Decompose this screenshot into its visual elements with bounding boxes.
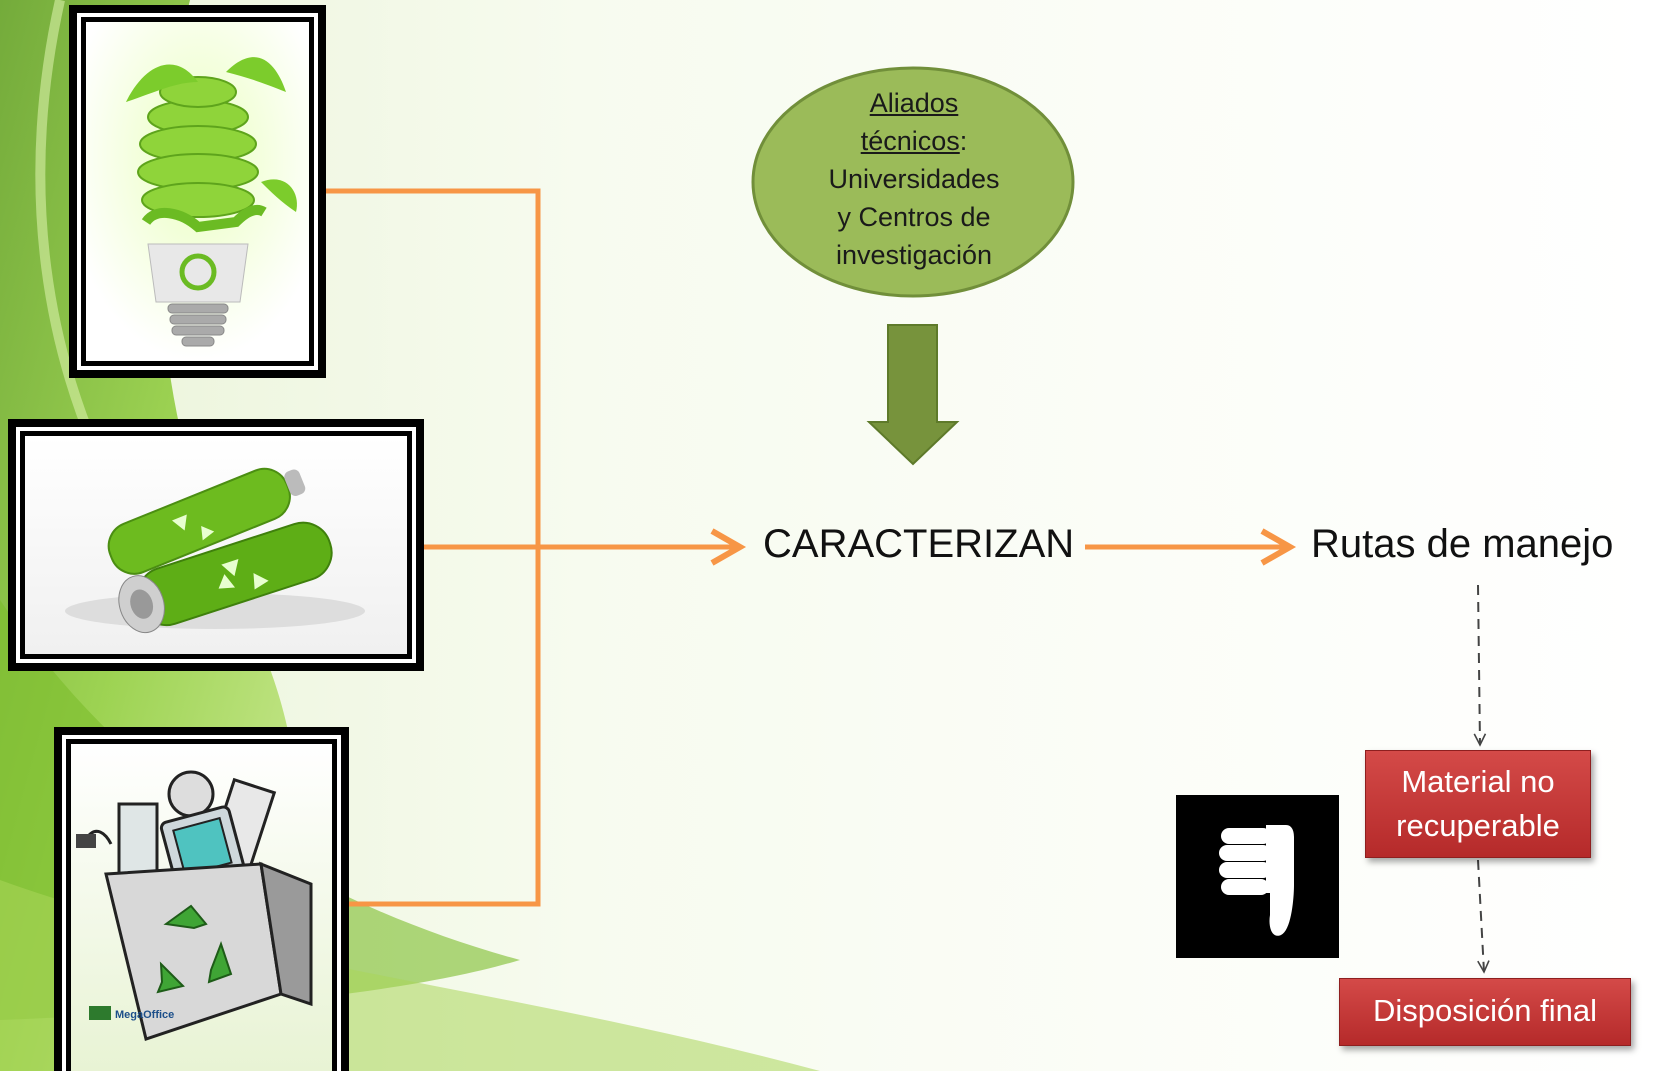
aliados-ellipse xyxy=(751,66,1075,298)
batteries-icon xyxy=(65,467,365,634)
disposicion-final-box: Disposición final xyxy=(1339,978,1631,1046)
e-waste-bin-icon: MegaOffice xyxy=(76,770,313,1041)
bulb-image-frame xyxy=(69,5,326,378)
thumbs-down-icon xyxy=(1176,795,1339,958)
light-bulb-icon xyxy=(86,22,309,361)
box1-line1: Material no xyxy=(1401,764,1555,799)
batteries-image-frame xyxy=(8,419,424,671)
rutas-label: Rutas de manejo xyxy=(1311,522,1614,566)
ellipse-text: Aliados técnicos: Universidades y Centro… xyxy=(770,84,1058,274)
material-no-recuperable-box: Material no recuperable xyxy=(1365,750,1591,858)
green-down-arrow xyxy=(866,324,960,466)
ellipse-line1: Aliados xyxy=(869,88,959,118)
dashed-arrow-1 xyxy=(1473,584,1487,747)
megaoffice-logo: MegaOffice xyxy=(115,1009,174,1021)
ellipse-line5: investigación xyxy=(835,240,993,270)
dashed-arrow-2 xyxy=(1477,859,1490,974)
box1-line2: recuperable xyxy=(1396,808,1560,843)
ellipse-line2: técnicos xyxy=(860,126,960,156)
box2-label: Disposición final xyxy=(1373,993,1597,1028)
ellipse-line3: Universidades xyxy=(828,164,1000,194)
caracterizan-label: CARACTERIZAN xyxy=(763,522,1075,566)
ewaste-image-frame: MegaOffice xyxy=(54,727,349,1071)
ellipse-colon: : xyxy=(959,126,968,156)
ellipse-line4: y Centros de xyxy=(837,202,991,232)
